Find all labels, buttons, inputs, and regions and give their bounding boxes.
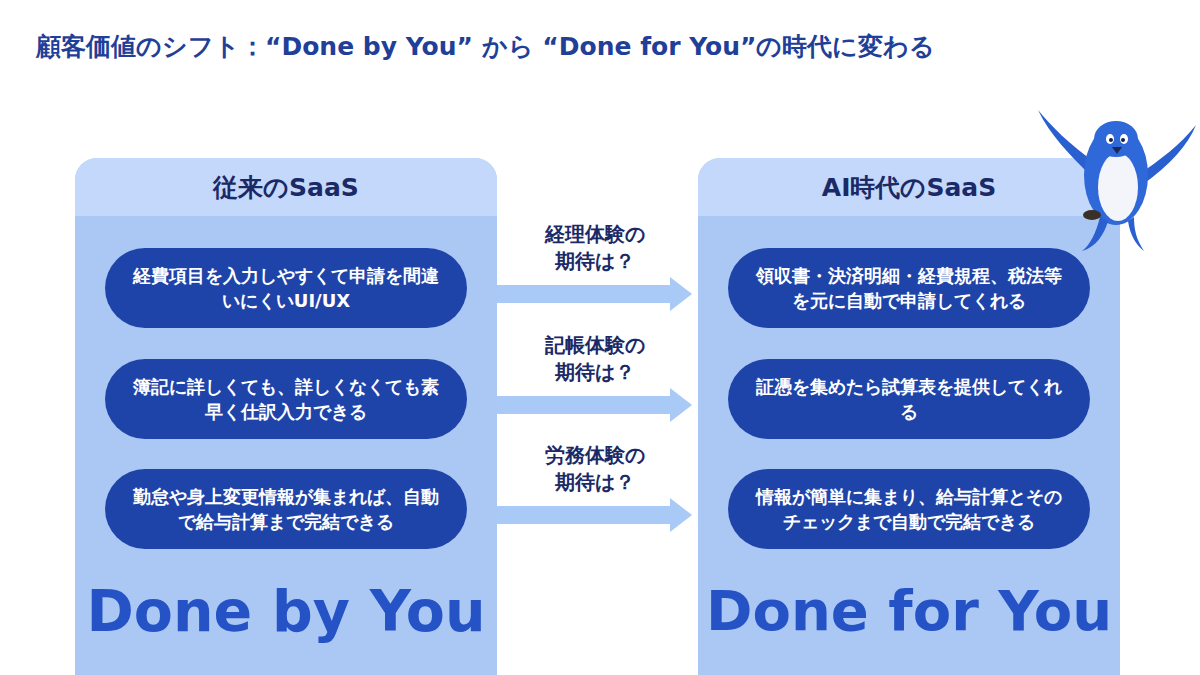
penguin-mascot — [1030, 105, 1200, 255]
feature-pill: 簿記に詳しくても、詳しくなくても素早く仕訳入力できる — [105, 359, 467, 439]
block-arrow — [467, 498, 692, 532]
arrow-label: 記帳体験の期待は？ — [542, 332, 648, 386]
panel-header: AI時代のSaaS — [698, 158, 1120, 216]
diagram-title: 顧客価値のシフト：“Done by You” から “Done for You”… — [36, 30, 935, 63]
pill-text: 経費項目を入力しやすくて申請を間違いにくいUI/UX — [131, 263, 441, 313]
arrow-label: 経理体験の期待は？ — [542, 221, 648, 275]
pill-text: 領収書・決済明細・経費規程、税法等を元に自動で申請してくれる — [754, 263, 1064, 313]
pill-text: 証憑を集めたら試算表を提供してくれる — [754, 374, 1064, 424]
block-arrow — [467, 388, 692, 422]
panel-heading: 従来のSaaS — [213, 171, 359, 204]
feature-pill: 情報が簡単に集まり、給与計算とそのチェックまで自動で完結できる — [728, 469, 1090, 549]
pill-text: 簿記に詳しくても、詳しくなくても素早く仕訳入力できる — [131, 374, 441, 424]
feature-pill: 勤怠や身上変更情報が集まれば、自動で給与計算まで完結できる — [105, 469, 467, 549]
feature-pill: 経費項目を入力しやすくて申請を間違いにくいUI/UX — [105, 248, 467, 328]
panel-slogan: Done by You — [86, 578, 485, 644]
panel-heading: AI時代のSaaS — [822, 171, 996, 204]
column-panel: AI時代のSaaS Done for You 領収書・決済明細・経費規程、税法等を元… — [698, 158, 1120, 675]
column-panel: 従来のSaaS Done by You 経費項目を入力しやすくて申請を間違いにくいU… — [75, 158, 497, 675]
pill-text: 勤怠や身上変更情報が集まれば、自動で給与計算まで完結できる — [131, 484, 441, 534]
panel-slogan: Done for You — [706, 578, 1112, 643]
feature-pill: 証憑を集めたら試算表を提供してくれる — [728, 359, 1090, 439]
block-arrow — [467, 277, 692, 311]
arrow-label: 労務体験の期待は？ — [542, 442, 648, 496]
pill-text: 情報が簡単に集まり、給与計算とそのチェックまで自動で完結できる — [754, 484, 1064, 534]
feature-pill: 領収書・決済明細・経費規程、税法等を元に自動で申請してくれる — [728, 248, 1090, 328]
panel-header: 従来のSaaS — [75, 158, 497, 216]
